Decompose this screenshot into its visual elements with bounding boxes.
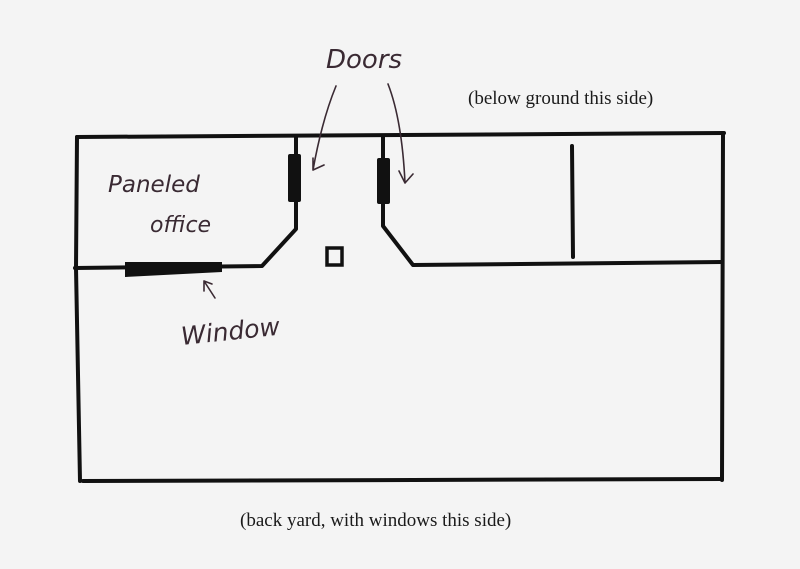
- doors-label: Doors: [326, 45, 402, 75]
- room-label-line2: office: [150, 213, 211, 238]
- partition-wall: [570, 144, 575, 259]
- doors-arrows: [312, 83, 414, 184]
- window-label: Window: [180, 312, 282, 351]
- arrow-left-door: [312, 85, 337, 171]
- door-left: [288, 154, 301, 202]
- hall-right-wall: [381, 135, 724, 267]
- bottom-wall: [81, 477, 724, 483]
- left-wall: [74, 135, 82, 483]
- window-mark: [125, 262, 222, 277]
- arrow-window: [203, 280, 216, 299]
- arrow-right-door: [387, 83, 414, 184]
- top-side-label: (below ground this side): [468, 88, 653, 109]
- bottom-side-label: (back yard, with windows this side): [240, 510, 511, 531]
- door-right: [377, 158, 390, 204]
- right-wall: [720, 132, 725, 482]
- post: [325, 246, 344, 267]
- office-wall: [73, 135, 298, 270]
- room-label-line1: Paneled: [108, 172, 200, 198]
